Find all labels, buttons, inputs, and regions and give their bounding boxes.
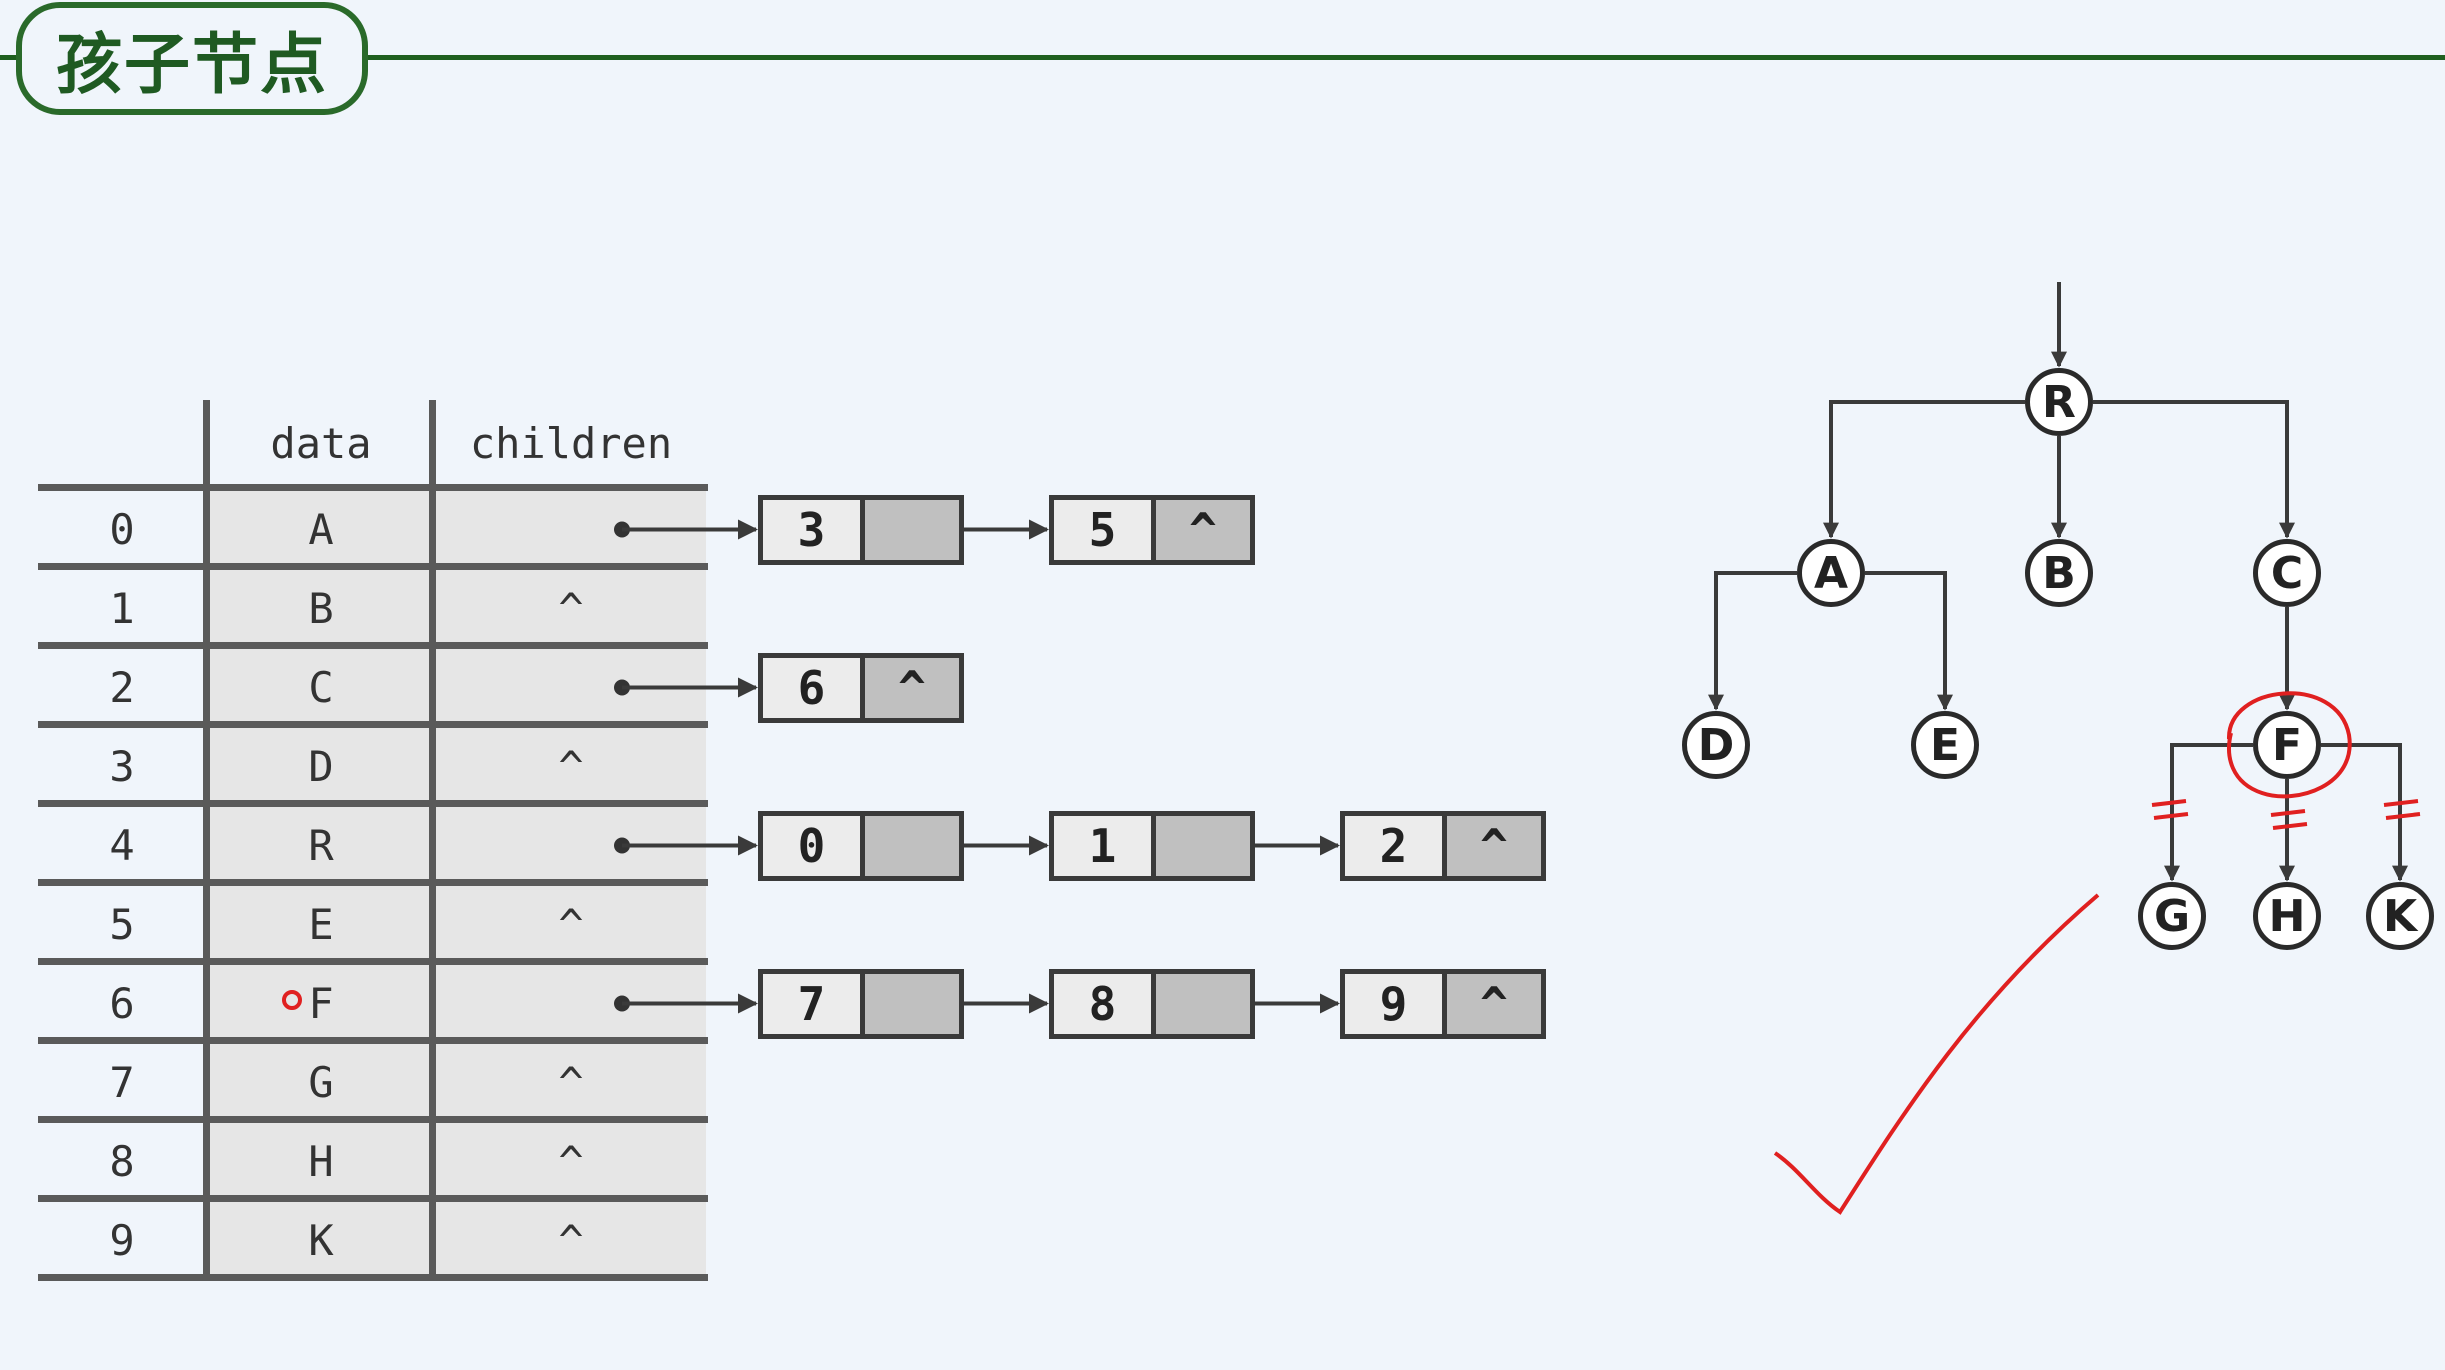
cursor-pointer-icon bbox=[282, 990, 302, 1010]
table-row-divider bbox=[38, 1274, 708, 1281]
checkmark-icon bbox=[1773, 893, 2100, 1215]
row-index: 4 bbox=[109, 820, 135, 870]
row-index: 6 bbox=[109, 978, 135, 1028]
tree-edge bbox=[1865, 571, 1953, 711]
tree-edge bbox=[2093, 400, 2295, 539]
table-row-divider bbox=[38, 642, 708, 649]
row-index: 8 bbox=[109, 1136, 135, 1186]
list-node-value: 8 bbox=[1049, 968, 1151, 1039]
tree-node: K bbox=[2366, 882, 2434, 950]
edge-strike-mark bbox=[2383, 799, 2421, 820]
tree-node: B bbox=[2025, 539, 2093, 607]
section-title: 孩子节点 bbox=[56, 25, 328, 103]
row-data: R bbox=[308, 820, 334, 870]
list-node-next bbox=[860, 494, 964, 565]
row-data: K bbox=[308, 1215, 334, 1265]
table-column-divider bbox=[203, 400, 210, 1278]
row-data: H bbox=[308, 1136, 334, 1186]
row-index: 0 bbox=[109, 504, 135, 554]
table-row-divider bbox=[38, 879, 708, 886]
row-data: G bbox=[308, 1057, 334, 1107]
row-children-pointer: ^ bbox=[558, 1057, 584, 1107]
table-row-divider bbox=[38, 800, 708, 807]
column-header-children: children bbox=[469, 418, 673, 468]
tree-node: E bbox=[1911, 711, 1979, 779]
list-node-value: 2 bbox=[1340, 810, 1442, 881]
row-index: 1 bbox=[109, 583, 135, 633]
row-index: 2 bbox=[109, 662, 135, 712]
row-index: 7 bbox=[109, 1057, 135, 1107]
table-column-divider bbox=[429, 400, 436, 1278]
children-table: data children 0 A 1 B ^ 2 C 3 D ^ 4 R 5 E ^ 6 F 7 G ^ 8 H ^ 9 K ^ bbox=[38, 400, 708, 1281]
list-node-value: 0 bbox=[758, 810, 860, 881]
list-node-next bbox=[860, 968, 964, 1039]
section-title-badge: 孩子节点 bbox=[16, 2, 368, 115]
tree-node: G bbox=[2138, 882, 2206, 950]
list-node-next bbox=[1151, 968, 1255, 1039]
row-index: 5 bbox=[109, 899, 135, 949]
row-data: E bbox=[308, 899, 334, 949]
title-underline bbox=[0, 55, 2445, 60]
table-row-divider bbox=[38, 563, 708, 570]
tree-edge bbox=[2164, 743, 2253, 882]
edge-strike-mark bbox=[2270, 809, 2308, 830]
row-data: C bbox=[308, 662, 334, 712]
list-node-next: ^ bbox=[1442, 968, 1546, 1039]
row-children-pointer: ^ bbox=[558, 1136, 584, 1186]
list-node-next: ^ bbox=[860, 652, 964, 723]
tree-node: D bbox=[1682, 711, 1750, 779]
row-children-pointer: ^ bbox=[558, 899, 584, 949]
table-row-divider bbox=[38, 484, 708, 491]
column-header-data: data bbox=[270, 418, 372, 468]
tree-edge bbox=[1823, 400, 2025, 539]
row-index: 3 bbox=[109, 741, 135, 791]
table-row-divider bbox=[38, 1037, 708, 1044]
list-node-value: 7 bbox=[758, 968, 860, 1039]
list-node-next bbox=[860, 810, 964, 881]
tree-edge bbox=[2321, 743, 2408, 882]
tree-node: F bbox=[2253, 711, 2321, 779]
row-data: F bbox=[308, 978, 334, 1028]
table-row-divider bbox=[38, 958, 708, 965]
list-node-value: 1 bbox=[1049, 810, 1151, 881]
row-data: B bbox=[308, 583, 334, 633]
list-node-value: 3 bbox=[758, 494, 860, 565]
row-data: D bbox=[308, 741, 334, 791]
tree-node: R bbox=[2025, 368, 2093, 436]
table-row-divider bbox=[38, 1195, 708, 1202]
tree-edge bbox=[1708, 571, 1797, 711]
row-data: A bbox=[308, 504, 334, 554]
row-children-pointer: ^ bbox=[558, 583, 584, 633]
list-node-next: ^ bbox=[1442, 810, 1546, 881]
list-node-value: 5 bbox=[1049, 494, 1151, 565]
row-children-pointer: ^ bbox=[558, 741, 584, 791]
table-row-divider bbox=[38, 721, 708, 728]
highlight-circle-mark bbox=[2226, 691, 2352, 799]
list-node-value: 9 bbox=[1340, 968, 1442, 1039]
list-node-value: 6 bbox=[758, 652, 860, 723]
edge-strike-mark bbox=[2151, 799, 2189, 820]
list-node-next bbox=[1151, 810, 1255, 881]
tree-node: A bbox=[1797, 539, 1865, 607]
row-children-pointer: ^ bbox=[558, 1215, 584, 1265]
row-index: 9 bbox=[109, 1215, 135, 1265]
list-node-next: ^ bbox=[1151, 494, 1255, 565]
table-row-divider bbox=[38, 1116, 708, 1123]
tree-node: H bbox=[2253, 882, 2321, 950]
tree-node: C bbox=[2253, 539, 2321, 607]
